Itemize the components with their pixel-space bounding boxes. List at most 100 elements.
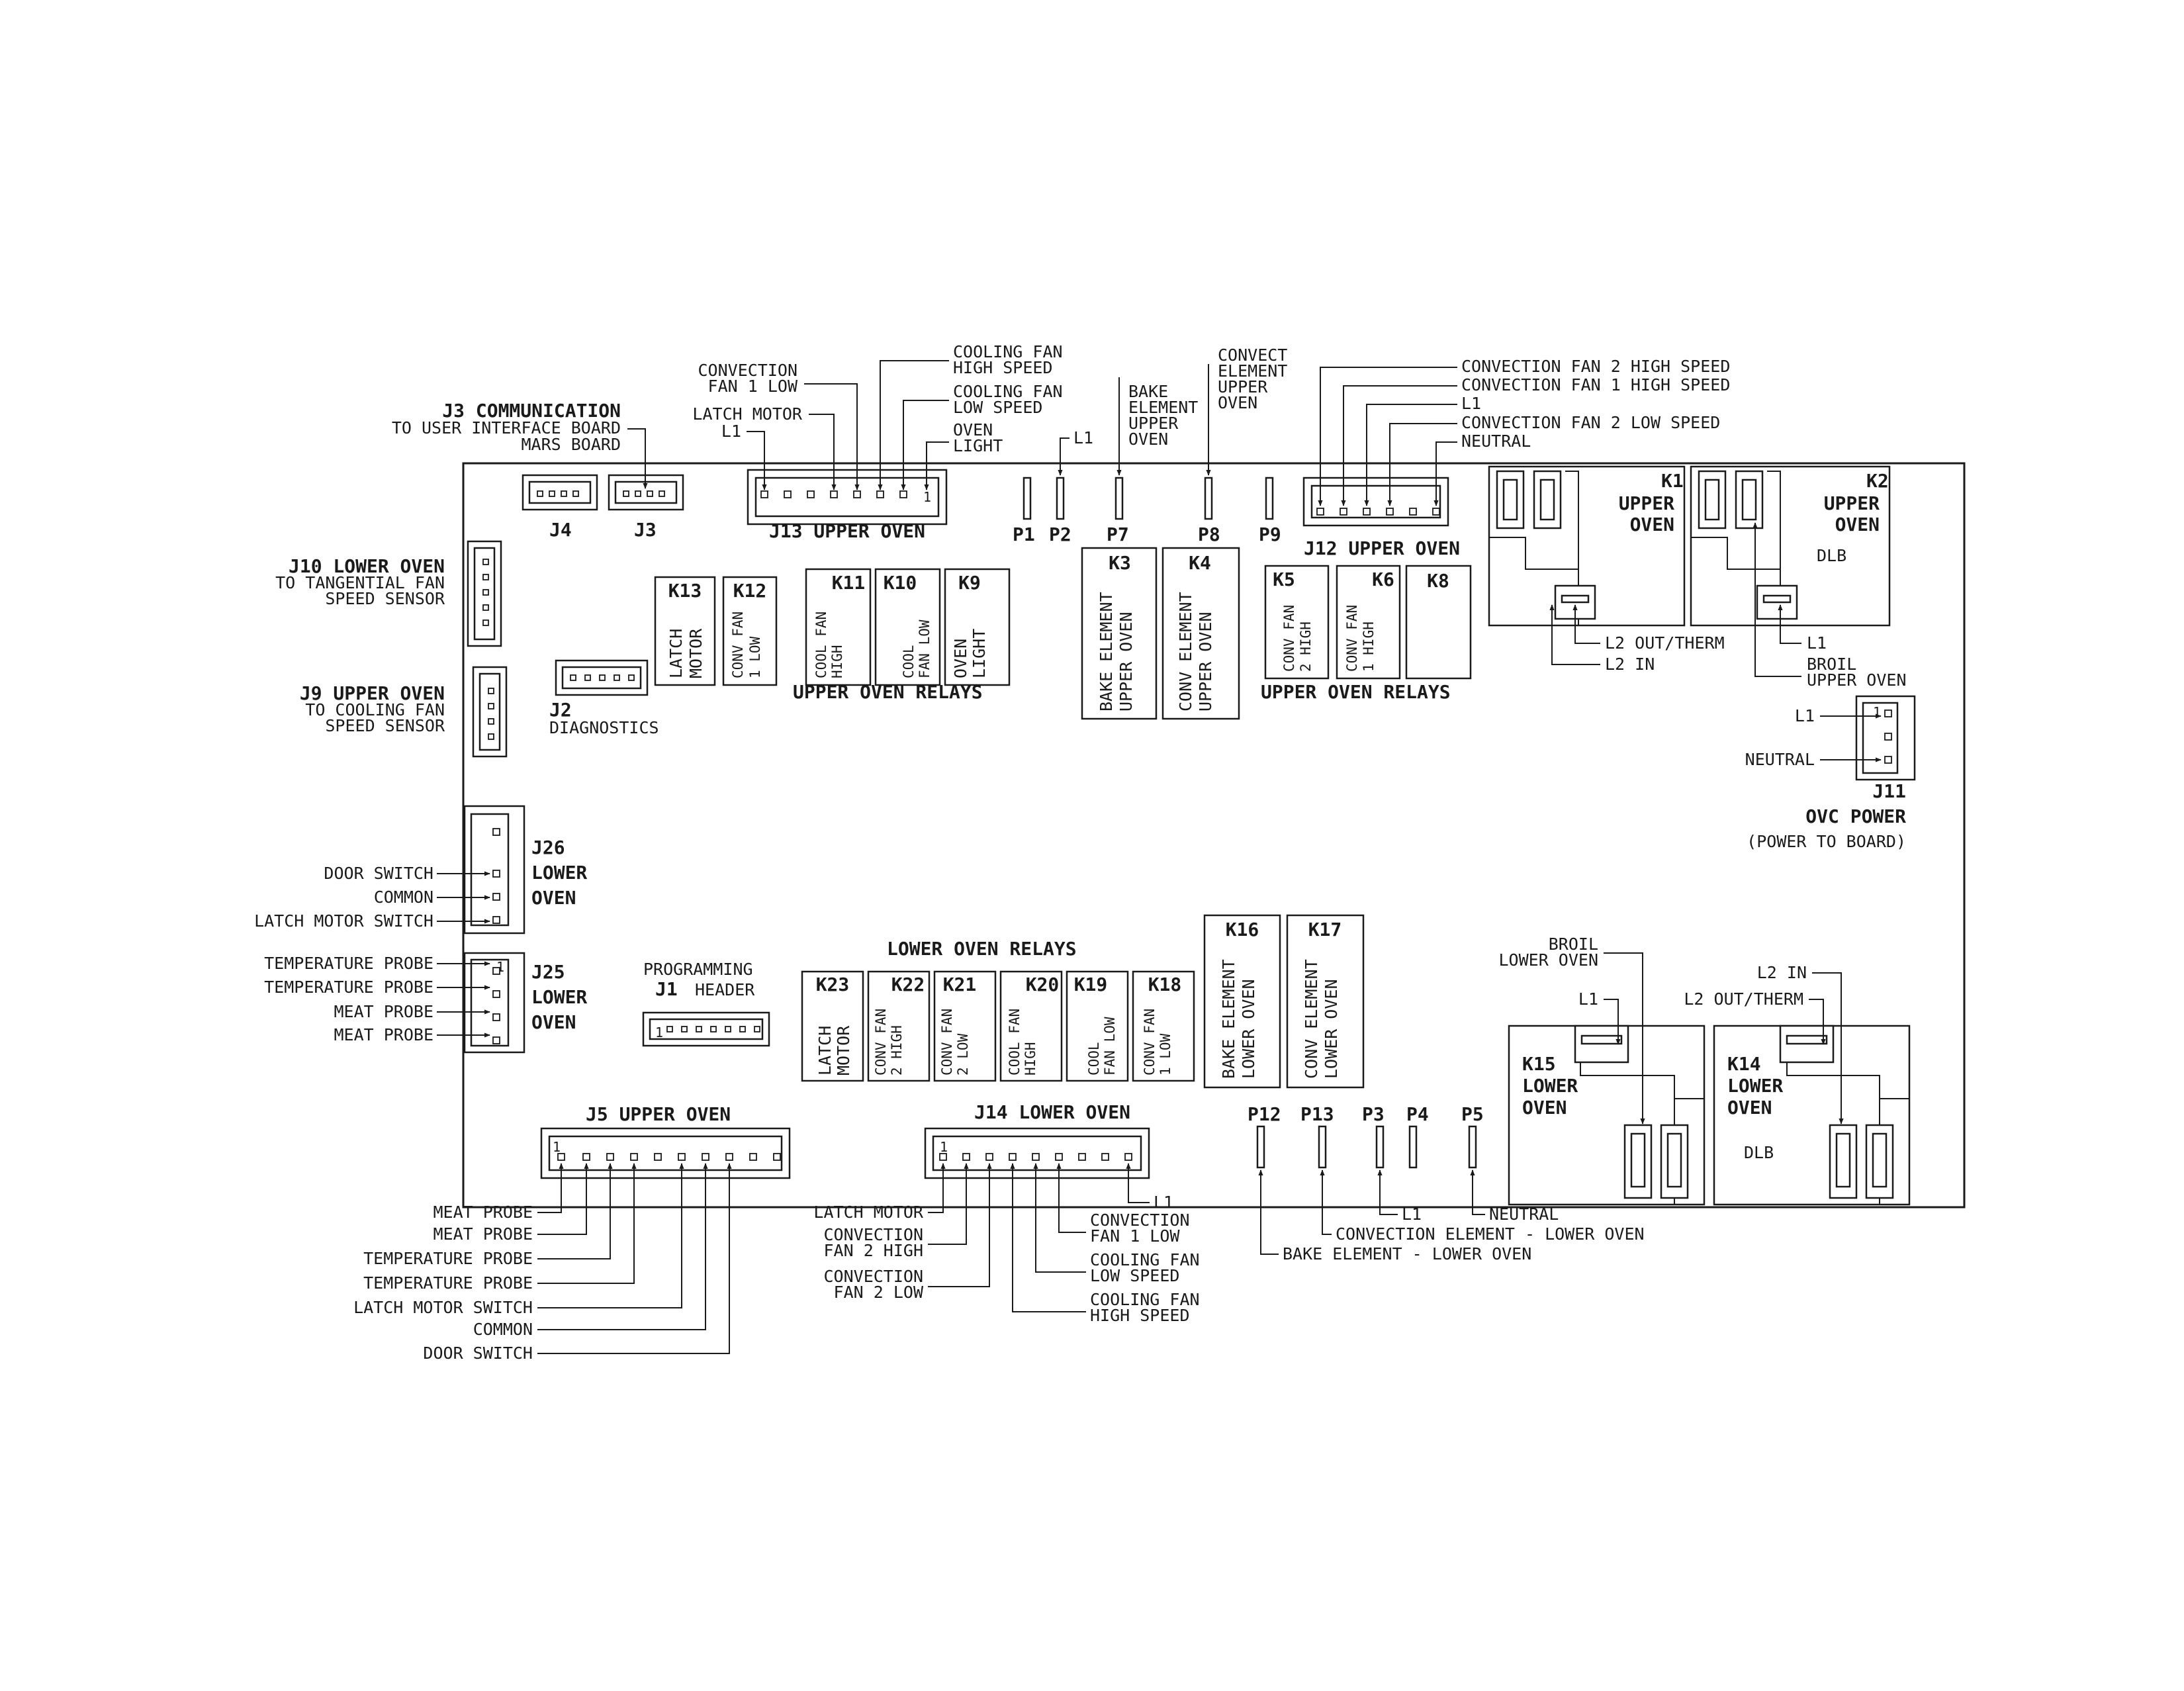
svg-text:K17: K17 (1308, 919, 1342, 940)
svg-text:(POWER TO BOARD): (POWER TO BOARD) (1747, 832, 1906, 851)
svg-text:PROGRAMMING: PROGRAMMING (643, 960, 753, 979)
svg-text:COOLING FAN: COOLING FAN (1090, 1290, 1200, 1309)
svg-text:CONVECTION: CONVECTION (1090, 1211, 1190, 1230)
svg-text:L1: L1 (1402, 1205, 1422, 1224)
svg-text:MEAT PROBE: MEAT PROBE (334, 1025, 433, 1044)
svg-text:FAN LOW: FAN LOW (917, 619, 933, 678)
svg-text:NEUTRAL: NEUTRAL (1461, 432, 1531, 451)
svg-text:K9: K9 (958, 572, 981, 594)
terminal-p2: P2 L1 (1049, 428, 1093, 545)
svg-text:OVEN: OVEN (953, 420, 993, 439)
svg-text:P2: P2 (1049, 524, 1071, 545)
svg-text:HIGH SPEED: HIGH SPEED (1090, 1306, 1190, 1325)
svg-text:DOOR SWITCH: DOOR SWITCH (423, 1344, 533, 1363)
svg-text:CONV FAN: CONV FAN (1142, 1009, 1158, 1075)
svg-text:MEAT PROBE: MEAT PROBE (433, 1203, 533, 1222)
svg-text:CONV FAN: CONV FAN (873, 1009, 889, 1075)
relay-k22: K22 CONV FAN 2 HIGH (867, 970, 931, 1082)
j5-title: J5 UPPER OVEN (586, 1103, 731, 1125)
svg-text:UPPER: UPPER (1128, 414, 1179, 433)
svg-text:K8: K8 (1427, 570, 1449, 592)
upper-relays-left-title: UPPER OVEN RELAYS (793, 681, 983, 703)
svg-text:CONVECTION: CONVECTION (823, 1225, 923, 1244)
svg-text:P13: P13 (1300, 1103, 1334, 1125)
svg-text:COOLING FAN: COOLING FAN (1090, 1250, 1200, 1269)
svg-text:OVEN: OVEN (1835, 514, 1880, 535)
svg-text:UPPER: UPPER (1218, 377, 1268, 396)
svg-text:BAKE ELEMENT: BAKE ELEMENT (1219, 959, 1238, 1079)
svg-text:LOWER OVEN: LOWER OVEN (1498, 950, 1598, 970)
j3-title: J3 COMMUNICATION (442, 400, 621, 422)
relay-k10: K10 COOL FAN LOW (874, 568, 941, 686)
relay-k13: K13 LATCH MOTOR (654, 576, 716, 686)
relay-k11: K11 COOL FAN HIGH (805, 568, 872, 686)
svg-text:SPEED SENSOR: SPEED SENSOR (325, 716, 445, 735)
relay-k17: K17 CONV ELEMENT LOWER OVEN (1286, 914, 1365, 1089)
terminal-p9: P9 (1259, 477, 1281, 545)
terminal-p5: P5 (1461, 1103, 1484, 1169)
svg-text:L1: L1 (1154, 1193, 1173, 1212)
svg-text:K22: K22 (891, 974, 925, 995)
relay-k20: K20 COOL FAN HIGH (999, 970, 1063, 1082)
svg-text:OVEN: OVEN (1218, 393, 1257, 412)
svg-text:COOL: COOL (1086, 1042, 1102, 1075)
svg-text:OVEN: OVEN (951, 639, 970, 678)
j14-title: J14 LOWER OVEN (974, 1101, 1130, 1123)
svg-text:J25: J25 (531, 961, 565, 983)
connector-j1: PROGRAMMING J1 HEADER 1 (642, 960, 770, 1047)
svg-text:SPEED SENSOR: SPEED SENSOR (325, 589, 445, 608)
svg-text:OVEN: OVEN (531, 1011, 576, 1033)
svg-text:UPPER OVEN: UPPER OVEN (1196, 612, 1215, 711)
svg-text:UPPER: UPPER (1824, 492, 1880, 514)
svg-text:LATCH: LATCH (815, 1026, 835, 1075)
svg-text:ELEMENT: ELEMENT (1218, 361, 1287, 381)
svg-text:L2 IN: L2 IN (1605, 655, 1655, 674)
svg-text:CONVECTION: CONVECTION (698, 361, 797, 380)
svg-text:2 HIGH: 2 HIGH (889, 1025, 905, 1075)
svg-text:HEADER: HEADER (695, 980, 755, 999)
svg-text:LATCH MOTOR: LATCH MOTOR (813, 1203, 924, 1222)
svg-text:CONVECTION FAN 2 LOW SPEED: CONVECTION FAN 2 LOW SPEED (1461, 413, 1720, 432)
svg-text:ELEMENT: ELEMENT (1128, 398, 1198, 417)
svg-text:MOTOR: MOTOR (834, 1025, 853, 1075)
svg-text:UPPER: UPPER (1619, 492, 1674, 514)
svg-text:COOL FAN: COOL FAN (813, 612, 829, 678)
svg-text:BROIL: BROIL (1549, 935, 1598, 954)
svg-text:BAKE ELEMENT: BAKE ELEMENT (1097, 592, 1116, 711)
svg-text:1 LOW: 1 LOW (1158, 1033, 1173, 1075)
svg-text:1: 1 (923, 489, 931, 505)
svg-text:K11: K11 (832, 572, 866, 594)
relay-k14: K14 LOWER OVEN DLB L2 IN L2 OUT/THERM (1684, 963, 1911, 1206)
svg-text:FAN 1 LOW: FAN 1 LOW (1090, 1226, 1180, 1246)
svg-text:1 HIGH: 1 HIGH (1361, 621, 1377, 672)
svg-text:CONVECT: CONVECT (1218, 345, 1287, 365)
svg-text:K21: K21 (943, 974, 977, 995)
svg-text:P9: P9 (1259, 524, 1281, 545)
j10-title: J10 LOWER OVEN (289, 555, 445, 577)
relay-k5: K5 CONV FAN 2 HIGH (1264, 565, 1330, 680)
relay-k21: K21 CONV FAN 2 LOW (933, 970, 997, 1082)
terminal-p7: P7 BAKE ELEMENT UPPER OVEN (1107, 377, 1198, 545)
svg-text:CONV FAN: CONV FAN (939, 1009, 955, 1075)
lower-relays-title: LOWER OVEN RELAYS (887, 938, 1077, 960)
relay-k16: K16 BAKE ELEMENT LOWER OVEN (1203, 914, 1281, 1089)
connector-j4: J4 (522, 474, 598, 541)
relay-k19: K19 COOL FAN LOW (1066, 970, 1129, 1082)
svg-text:DLB: DLB (1744, 1143, 1774, 1162)
svg-text:CONV FAN: CONV FAN (730, 612, 746, 678)
svg-text:CONVECTION FAN 1 HIGH SPEED: CONVECTION FAN 1 HIGH SPEED (1461, 375, 1730, 394)
svg-text:FAN 1 LOW: FAN 1 LOW (708, 377, 798, 396)
svg-text:LOWER: LOWER (531, 862, 587, 884)
svg-text:1: 1 (1873, 704, 1881, 720)
terminal-p13: P13 (1300, 1103, 1334, 1169)
svg-text:CONV FAN: CONV FAN (1344, 605, 1360, 672)
svg-text:LATCH MOTOR SWITCH: LATCH MOTOR SWITCH (254, 911, 433, 931)
svg-text:FAN LOW: FAN LOW (1102, 1017, 1118, 1075)
svg-text:COOL FAN: COOL FAN (1007, 1009, 1023, 1075)
svg-text:P1: P1 (1013, 524, 1035, 545)
svg-text:2 LOW: 2 LOW (955, 1033, 971, 1075)
connector-j11: 1 L1 NEUTRAL J11 OVC POWER (POWER TO BOA… (1745, 695, 1916, 851)
svg-text:K15: K15 (1522, 1053, 1556, 1075)
